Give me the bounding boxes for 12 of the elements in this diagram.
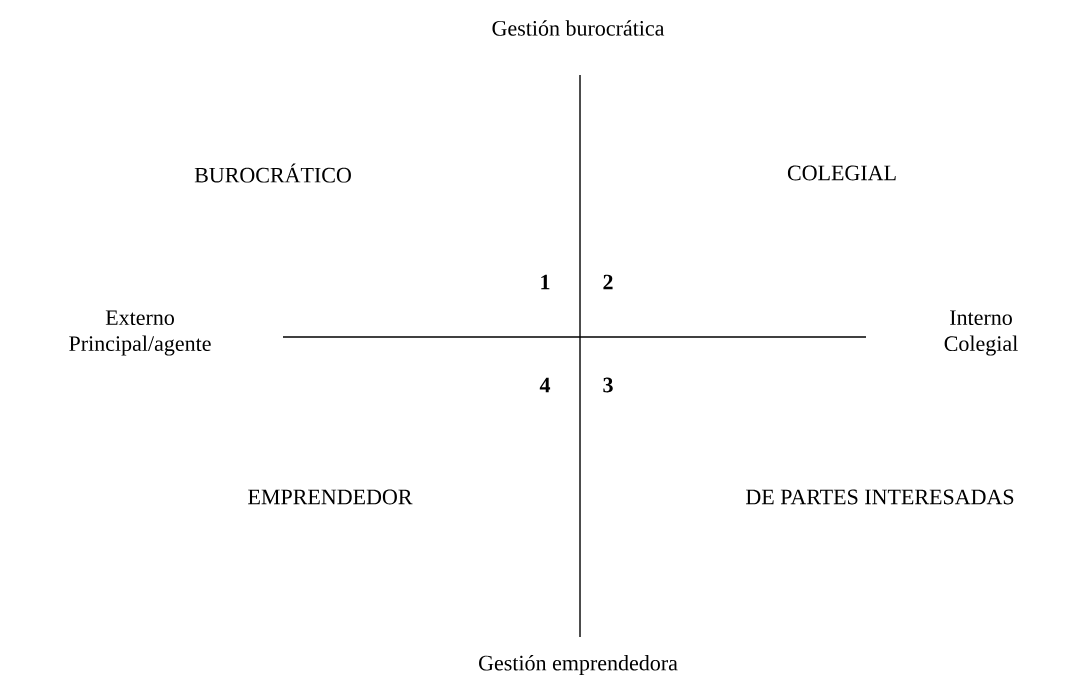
axis-end-label: Gestión emprendedora: [479, 655, 678, 675]
axis-end-label: Gestión burocrática: [492, 20, 665, 36]
quadrant-number: 1: [541, 274, 550, 290]
quadrant-label: EMPRENDEDOR: [248, 489, 413, 505]
axis-end-label: Interno Colegial: [944, 310, 1018, 356]
quadrant-number: 2: [603, 274, 613, 290]
quadrant-label: DE PARTES INTERESADAS: [746, 489, 1014, 505]
quadrant-number: 3: [603, 377, 613, 393]
quadrant-number: 4: [539, 377, 551, 393]
quadrant-label: COLEGIAL: [787, 165, 896, 181]
quadrant-label: BUROCRÁTICO: [194, 163, 351, 183]
axis-end-label: Externo Principal/agente: [69, 310, 211, 356]
